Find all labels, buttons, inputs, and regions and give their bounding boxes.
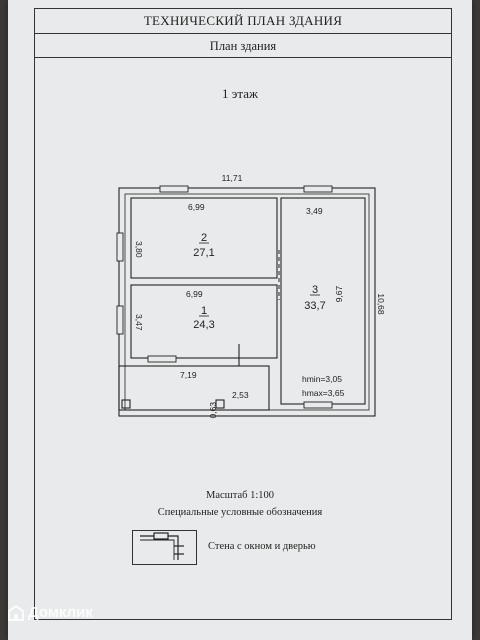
room-3-depth-label: 9,67 bbox=[334, 285, 344, 302]
document-frame bbox=[34, 8, 452, 620]
legend-heading: Специальные условные обозначения bbox=[157, 507, 323, 518]
room-2-number: 2 bbox=[201, 232, 207, 244]
room-3-area: 33,7 bbox=[304, 300, 325, 312]
room-2-depth-label: 3,80 bbox=[134, 241, 144, 258]
watermark: Домклик bbox=[8, 604, 93, 621]
overall-depth-label: 10,68 bbox=[376, 293, 386, 315]
room-3-number: 3 bbox=[312, 284, 318, 296]
plan-heading: План здания bbox=[34, 34, 452, 58]
porch-post bbox=[121, 399, 131, 409]
legend-window-symbol bbox=[153, 532, 169, 540]
document-sheet: ТЕХНИЧЕСКИЙ ПЛАН ЗДАНИЯ План здания 1 эт… bbox=[8, 0, 472, 640]
document-title: ТЕХНИЧЕСКИЙ ПЛАН ЗДАНИЯ bbox=[34, 8, 452, 34]
legend-wall-inner-line bbox=[140, 539, 175, 560]
porch-outline bbox=[118, 365, 270, 411]
room-1-depth-label: 3,47 bbox=[134, 314, 144, 331]
scale-label: Масштаб 1:100 bbox=[205, 490, 274, 501]
window-symbol bbox=[159, 185, 189, 193]
window-symbol bbox=[303, 401, 333, 409]
hmax-label: hmax=3,65 bbox=[302, 388, 345, 398]
hmin-label: hmin=3,05 bbox=[302, 374, 342, 384]
room-2-width-label: 6,99 bbox=[188, 202, 205, 212]
floor-label: 1 этаж bbox=[222, 86, 258, 101]
room-1-number: 1 bbox=[201, 305, 207, 317]
window-symbol bbox=[303, 185, 333, 193]
legend-description: Стена с окном и дверью bbox=[208, 541, 316, 552]
window-symbol bbox=[147, 355, 177, 363]
outer-wall bbox=[118, 187, 376, 417]
porch-step-label: 0,63 bbox=[208, 402, 218, 419]
watermark-text: Домклик bbox=[28, 604, 93, 621]
overall-width-label: 11,71 bbox=[222, 173, 243, 183]
legend-symbol-box bbox=[132, 530, 197, 565]
window-symbol bbox=[116, 232, 124, 262]
floor-plan: 11,71 6,99 3,80 6,99 3,47 3,49 9,67 10,6… bbox=[116, 173, 386, 560]
room-1-area: 24,3 bbox=[193, 319, 214, 331]
porch-post bbox=[215, 399, 225, 409]
room-1-outline bbox=[130, 284, 278, 359]
room-1-width-label: 6,99 bbox=[186, 289, 203, 299]
porch-width-label: 7,19 bbox=[180, 370, 197, 380]
window-symbol bbox=[116, 305, 124, 335]
room-2-area: 27,1 bbox=[193, 247, 214, 259]
domclick-logo-icon bbox=[8, 604, 24, 621]
room-3-width-label: 3,49 bbox=[306, 206, 323, 216]
porch-inner-width-label: 2,53 bbox=[232, 390, 249, 400]
room-2-outline bbox=[130, 197, 278, 279]
legend-wall-symbol bbox=[140, 535, 179, 560]
